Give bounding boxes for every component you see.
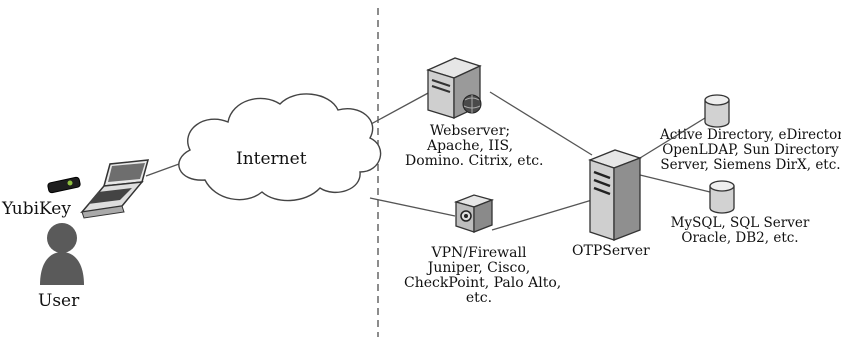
directory-line-2: OpenLDAP, Sun Directory (662, 142, 839, 158)
laptop-icon (80, 159, 150, 219)
user-icon (40, 223, 84, 285)
directory-db-icon (704, 94, 730, 128)
vpn-firewall-icon (453, 194, 495, 233)
webserver-icon (426, 57, 482, 120)
directory-line-3: Server, Siemens DirX, etc. (660, 157, 841, 173)
link-webserver-otp (489, 91, 593, 156)
internet-label: Internet (236, 149, 307, 169)
sql-label: MySQL, SQL Server Oracle, DB2, etc. (660, 216, 820, 246)
connection-lines (145, 91, 711, 231)
link-cloud-vpn (369, 197, 456, 217)
vpn-line-2: Juniper, Cisco, (427, 260, 531, 276)
yubikey-icon (47, 176, 81, 194)
user-label: User (38, 291, 80, 311)
link-vpn-otp (491, 199, 593, 231)
sql-line-2: Oracle, DB2, etc. (681, 230, 799, 246)
webserver-label: Webserver; Apache, IIS, Domino. Citrix, … (405, 123, 544, 169)
vpn-line-3: CheckPoint, Palo Alto, (404, 275, 562, 291)
sql-db-icon (709, 180, 735, 214)
webserver-line-1: Webserver; (429, 123, 511, 139)
vpn-label: VPN/Firewall Juniper, Cisco, CheckPoint,… (404, 245, 562, 306)
vpn-line-4: etc. (465, 290, 493, 306)
otp-server-icon (588, 149, 642, 241)
cloud-icon (178, 93, 382, 202)
link-otp-sql (639, 174, 711, 193)
directory-label: Active Directory, eDirectory, OpenLDAP, … (660, 128, 841, 173)
directory-line-1: Active Directory, eDirectory, (660, 127, 841, 143)
sql-line-1: MySQL, SQL Server (670, 215, 810, 231)
webserver-line-3: Domino. Citrix, etc. (405, 153, 544, 169)
yubikey-label: YubiKey (2, 199, 71, 219)
webserver-line-2: Apache, IIS, (426, 138, 514, 154)
otpserver-label: OTPServer (572, 243, 650, 259)
link-otp-directory (639, 117, 706, 159)
vpn-line-1: VPN/Firewall (431, 245, 527, 261)
